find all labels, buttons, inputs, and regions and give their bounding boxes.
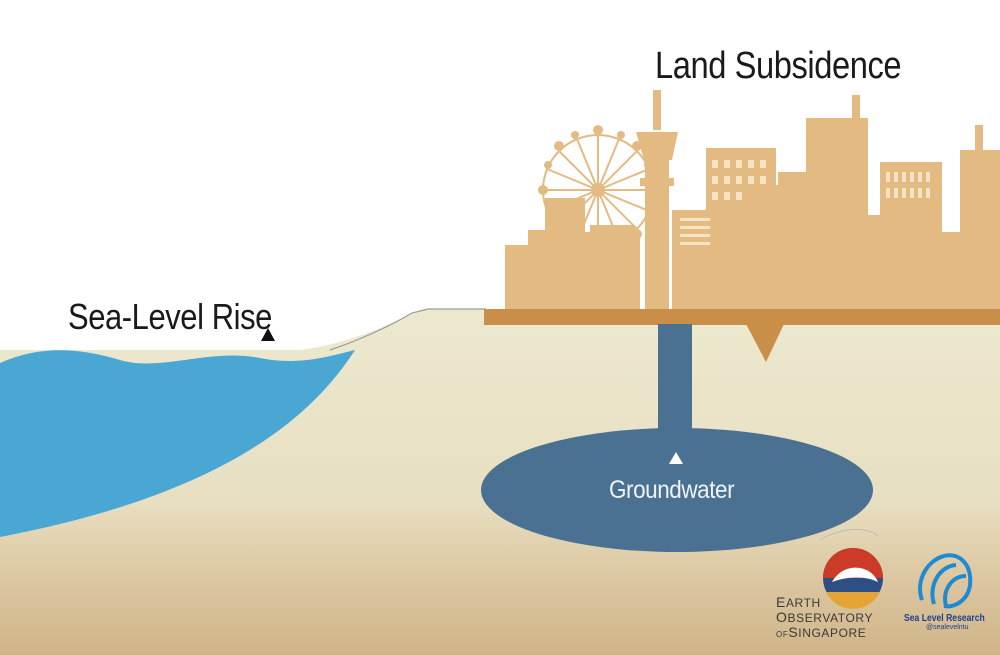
eos-line3: INGAPORE bbox=[798, 626, 867, 640]
sea-level-research-logo-icon bbox=[918, 553, 973, 609]
city-skyline bbox=[505, 90, 1000, 311]
groundwater-label: Groundwater bbox=[609, 476, 735, 504]
eos-initial-e: E bbox=[776, 594, 786, 610]
sea-level-rise-label: Sea-Level Rise bbox=[68, 296, 272, 337]
eos-line1: ARTH bbox=[785, 596, 821, 610]
hill-outline bbox=[329, 308, 486, 351]
building-windows bbox=[680, 160, 930, 245]
sea-level-research-handle: @sealevelntu bbox=[926, 624, 969, 631]
sea-level-research-title: Sea Level Research bbox=[904, 613, 985, 624]
eos-initial-s: S bbox=[788, 624, 799, 640]
eos-line2: BSERVATORY bbox=[787, 611, 874, 625]
land-subsidence-label: Land Subsidence bbox=[655, 45, 902, 87]
land-platform bbox=[484, 309, 1000, 325]
groundwater-well bbox=[658, 324, 692, 434]
eos-of: OF bbox=[776, 630, 789, 639]
groundwater-reservoir bbox=[481, 428, 873, 552]
sea bbox=[0, 350, 355, 537]
subsidence-arrow-icon bbox=[746, 324, 784, 362]
groundwater-arrow-icon bbox=[669, 452, 683, 464]
sea-level-arrow-icon bbox=[261, 328, 275, 341]
eos-logo-icon bbox=[819, 528, 883, 609]
eos-logo-text: EARTH OBSERVATORY OFSINGAPORE bbox=[776, 595, 873, 642]
eos-initial-o: O bbox=[776, 609, 788, 625]
